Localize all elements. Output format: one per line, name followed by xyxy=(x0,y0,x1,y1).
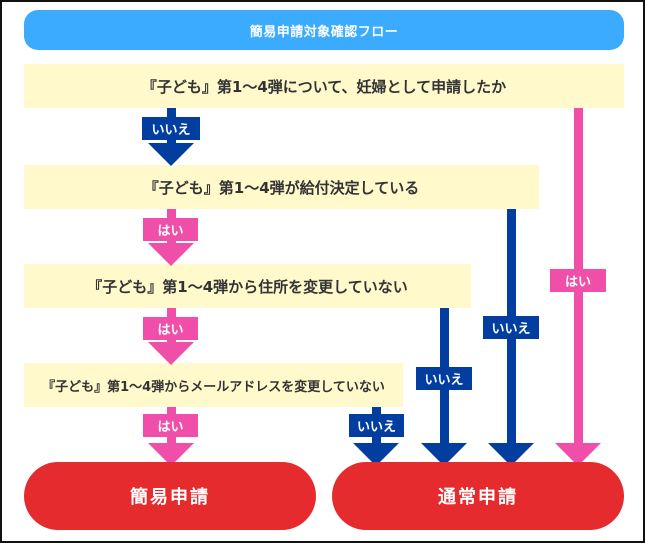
answer-no-label: いいえ xyxy=(142,117,200,140)
question-1: 『子ども』第1〜4弾について、妊婦として申請したか xyxy=(24,64,624,108)
arrow-head-down-icon xyxy=(148,143,194,166)
answer-yes-label: はい xyxy=(550,269,606,292)
answer-yes-label: はい xyxy=(143,414,198,437)
arrow-head-down-icon xyxy=(421,443,467,466)
answer-no-label: いいえ xyxy=(483,316,539,339)
answer-no-label: いいえ xyxy=(416,367,472,390)
arrow-head-down-icon xyxy=(555,443,601,466)
arrow-head-down-icon xyxy=(148,342,194,365)
result-normal-application: 通常申請 xyxy=(332,462,624,530)
answer-yes-label: はい xyxy=(143,317,198,340)
question-4: 『子ども』第1〜4弾からメールアドレスを変更していない xyxy=(24,363,403,407)
answer-no-label: いいえ xyxy=(349,414,404,437)
result-simple-application: 簡易申請 xyxy=(24,462,316,530)
question-3: 『子ども』第1〜4弾から住所を変更していない xyxy=(24,264,471,308)
arrow-head-down-icon xyxy=(353,443,399,466)
question-2: 『子ども』第1〜4弾が給付決定している xyxy=(24,165,539,209)
flow-title: 簡易申請対象確認フロー xyxy=(24,10,624,50)
answer-yes-label: はい xyxy=(143,218,198,241)
arrow-head-down-icon xyxy=(148,443,194,466)
arrow-head-down-icon xyxy=(488,443,534,466)
arrow-head-down-icon xyxy=(148,243,194,266)
